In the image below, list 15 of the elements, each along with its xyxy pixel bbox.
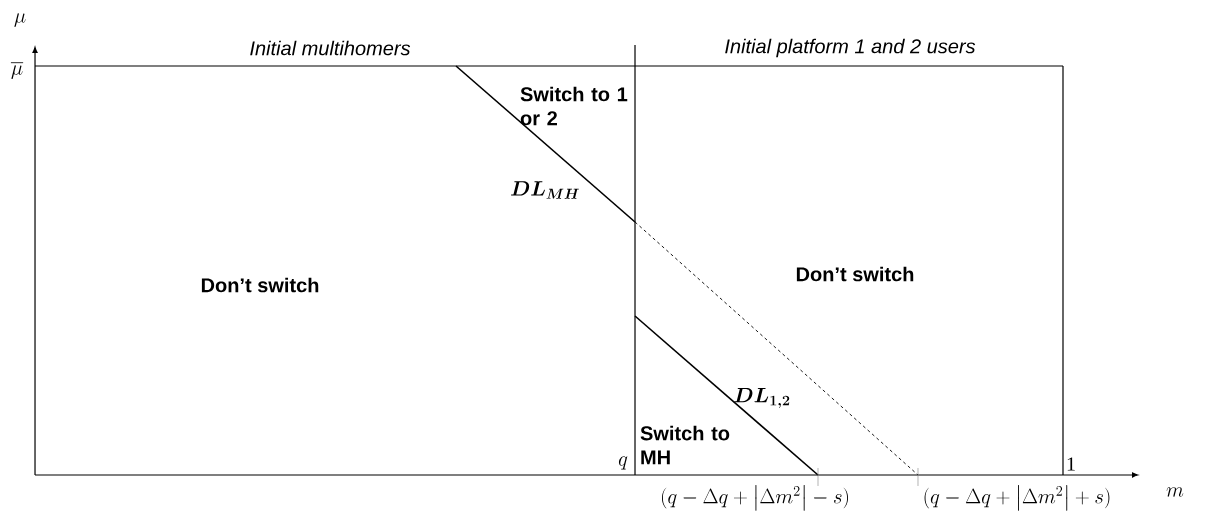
axis-label: $m$ [1166, 487, 1184, 497]
tick-label: $(q-\Delta q+\left|\Delta m^{2}\right|-s)$ [662, 485, 848, 511]
axis-label: $\overline{\mu}$ [10, 62, 24, 79]
line-label: $\boldsymbol{DL_{MH}}$ [511, 181, 579, 199]
region-label: Switch to 1 or 2 [520, 86, 628, 126]
region-heading: Initial platform 1 and 2 users [725, 38, 976, 58]
tick-label: $q$ [618, 456, 628, 470]
region-label: Don’t switch [796, 266, 914, 282]
line-label: $\boldsymbol{DL_{1,2}}$ [734, 387, 790, 409]
tick-label: $(q-\Delta q+\left|\Delta m^{2}\right|+s)$ [924, 485, 1110, 511]
region-label: Don’t switch [201, 277, 319, 293]
region-heading: Initial multihomers [250, 40, 411, 56]
tick-label: 1 [1067, 457, 1075, 471]
axis-label: $\mu$ [14, 13, 26, 27]
region-label: Switch to MH [640, 425, 730, 465]
